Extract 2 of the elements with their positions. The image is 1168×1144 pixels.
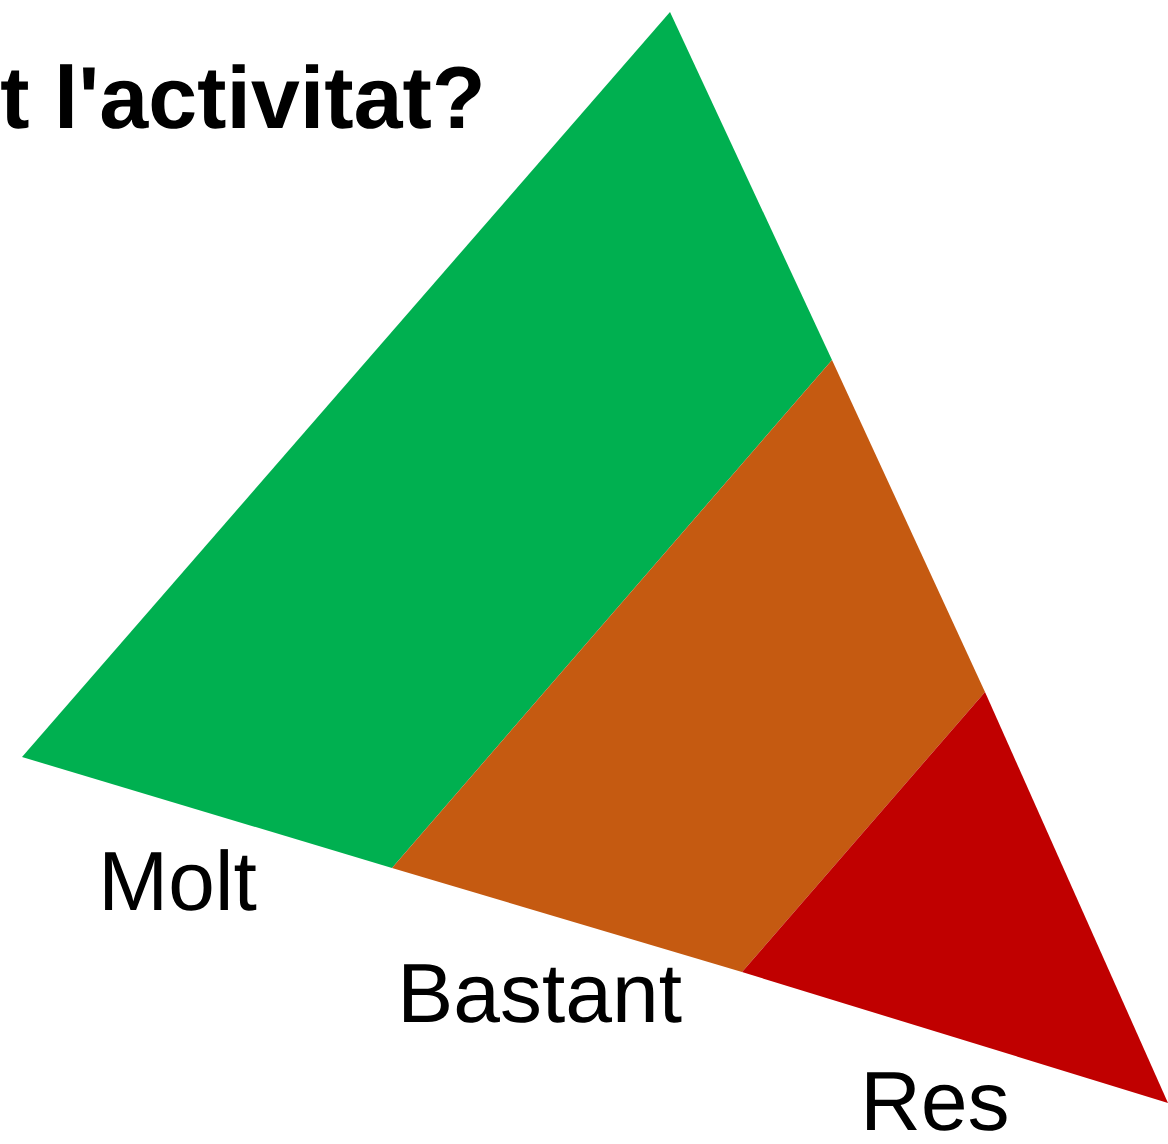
- title: t l'activitat?: [1, 64, 481, 129]
- node-label: Bastant: [404, 964, 682, 1023]
